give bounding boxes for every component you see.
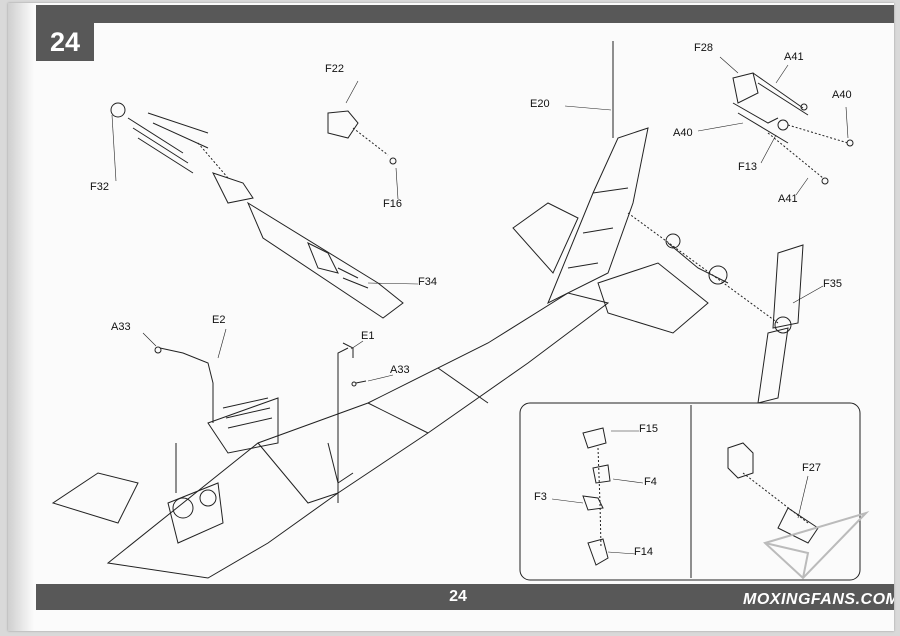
callout-f16: F16: [383, 198, 402, 210]
callout-a40-left: A40: [673, 127, 693, 139]
horizontal-stabilizer-right: [597, 262, 709, 334]
inset-callout-f15: F15: [639, 423, 658, 435]
callout-e1: E1: [361, 330, 375, 342]
tail-rotor-blade-top: [772, 244, 804, 329]
callout-f34: F34: [418, 276, 437, 288]
callout-f28: F28: [694, 42, 713, 54]
callout-a41-top: A41: [784, 51, 804, 63]
page-binding: [8, 3, 34, 631]
page-number: 24: [449, 588, 467, 605]
header-bar: [36, 5, 894, 23]
detail-inset: [519, 402, 861, 581]
callout-a33-mid: A33: [390, 364, 410, 376]
rotor-mast: [246, 201, 404, 319]
part-f22: [327, 110, 359, 139]
inset-callout-f14: F14: [634, 546, 653, 558]
stub-wing: [51, 472, 139, 524]
step-number: 24: [36, 23, 94, 61]
footer-bar: [36, 584, 894, 610]
inset-callout-f4: F4: [644, 476, 657, 488]
instruction-page: 24: [8, 3, 894, 631]
callout-f32: F32: [90, 181, 109, 193]
watermark-logo: [763, 510, 870, 580]
tail-boom: [106, 292, 610, 579]
callout-a33-left: A33: [111, 321, 131, 333]
vertical-fin: [547, 127, 649, 305]
callout-f22: F22: [325, 63, 344, 75]
callout-e2: E2: [212, 314, 226, 326]
watermark-text: MOXINGFANS.COM: [743, 591, 894, 608]
assembly-drawing: [51, 41, 870, 581]
inset-callout-f27: F27: [802, 462, 821, 474]
tail-rotor-blade-bottom: [757, 327, 789, 404]
inset-callout-f3: F3: [534, 491, 547, 503]
hub-disc: [110, 102, 126, 118]
callout-f35: F35: [823, 278, 842, 290]
rocket-pod: [207, 397, 279, 454]
callout-a41-bottom: A41: [778, 193, 798, 205]
horizontal-stabilizer-left: [512, 202, 579, 274]
part-f28: [732, 72, 759, 104]
callout-f13: F13: [738, 161, 757, 173]
callout-e20: E20: [530, 98, 550, 110]
callout-a40-right: A40: [832, 89, 852, 101]
